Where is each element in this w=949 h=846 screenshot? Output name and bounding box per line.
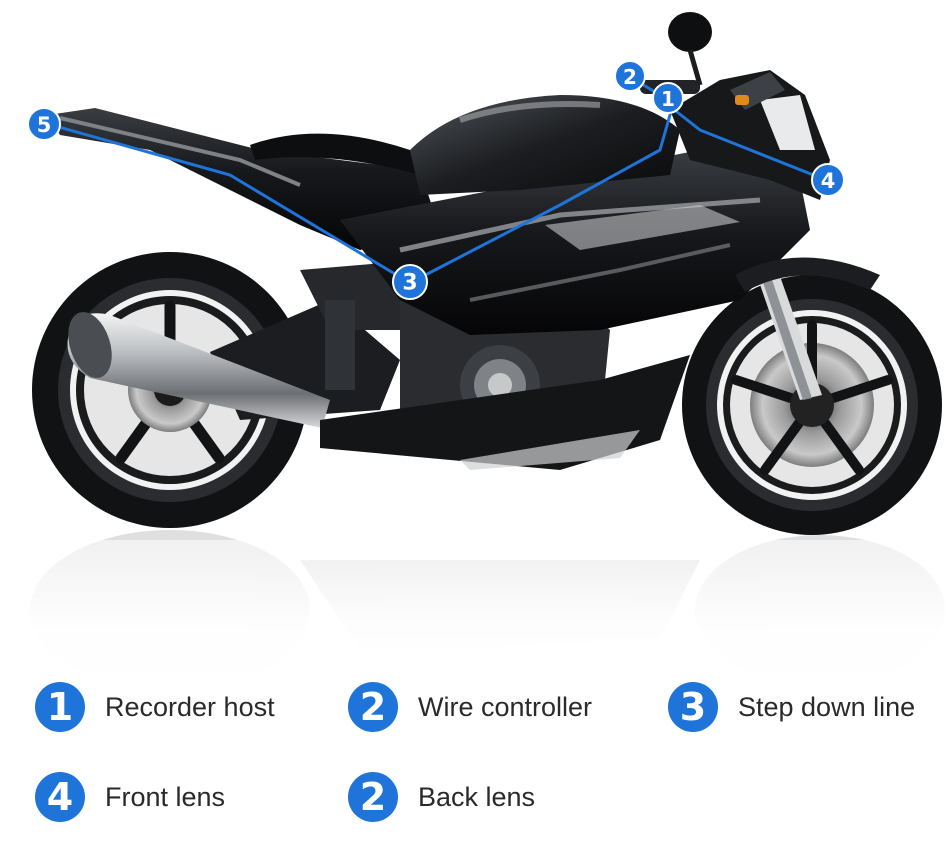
legend-badge: 3 bbox=[668, 682, 718, 732]
svg-text:1: 1 bbox=[661, 87, 675, 111]
legend-item-front-lens: 4 Front lens bbox=[35, 770, 225, 824]
front-wheel bbox=[682, 275, 942, 535]
legend-label: Front lens bbox=[105, 781, 226, 812]
fuel-tank bbox=[410, 95, 680, 195]
front-fork bbox=[748, 248, 822, 400]
legend-badge: 2 bbox=[348, 682, 398, 732]
legend-badge: 1 bbox=[35, 682, 85, 732]
legend-item-recorder-host: 1 Recorder host bbox=[35, 680, 275, 734]
legend-badge: 4 bbox=[35, 772, 85, 822]
svg-text:4: 4 bbox=[821, 169, 836, 193]
callout-2-marker: 2 bbox=[614, 60, 646, 92]
legend-label: Back lens bbox=[418, 781, 536, 812]
wire-front-lens bbox=[670, 106, 828, 182]
legend-badge: 2 bbox=[348, 772, 398, 822]
tail-section bbox=[48, 108, 440, 250]
legend-item-step-down-line: 3 Step down line bbox=[668, 680, 915, 734]
callout-1-marker: 1 bbox=[652, 82, 684, 114]
front-fender bbox=[735, 257, 880, 292]
callout-5-marker: 5 bbox=[27, 107, 61, 141]
exhaust bbox=[67, 312, 330, 428]
callout-4-marker: 4 bbox=[811, 163, 845, 197]
legend-label: Recorder host bbox=[105, 691, 275, 722]
svg-text:2: 2 bbox=[623, 65, 637, 89]
svg-text:3: 3 bbox=[402, 271, 417, 296]
legend-label: Step down line bbox=[738, 691, 916, 722]
callout-3-marker: 3 bbox=[392, 264, 428, 300]
wiring bbox=[46, 76, 828, 285]
wire-back-lens bbox=[46, 122, 412, 285]
legend-item-wire-controller: 2 Wire controller bbox=[348, 680, 592, 734]
legend-label: Wire controller bbox=[418, 691, 593, 722]
belly-fairing bbox=[320, 355, 690, 470]
svg-text:5: 5 bbox=[37, 113, 52, 137]
legend-item-back-lens: 2 Back lens bbox=[348, 770, 535, 824]
side-fairing bbox=[340, 150, 810, 335]
wire-main bbox=[408, 106, 674, 285]
callout-markers: 1 2 3 4 5 bbox=[27, 60, 845, 300]
